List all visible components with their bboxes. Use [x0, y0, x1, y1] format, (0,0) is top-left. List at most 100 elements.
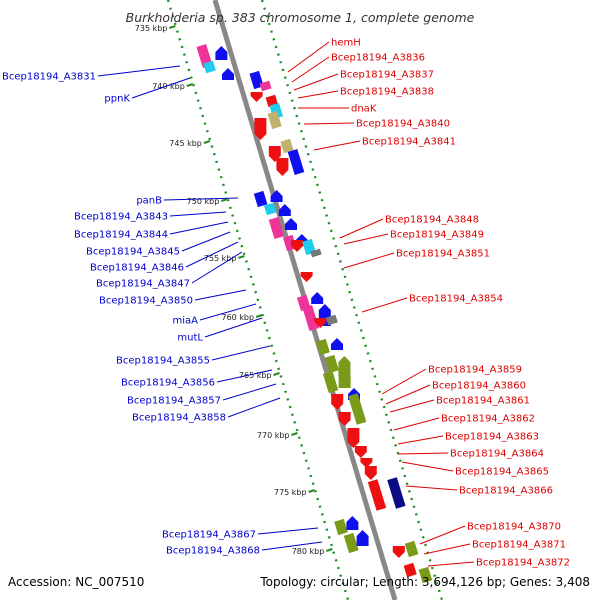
- gene-block: [280, 138, 294, 154]
- gene-block: [324, 354, 339, 374]
- leader-line-right: [293, 73, 339, 91]
- gene-arrow-reverse: [360, 458, 373, 468]
- gene-label-right[interactable]: Bcep18194_A3862: [441, 414, 535, 425]
- gene-label-left[interactable]: Bcep18194_A3843: [74, 212, 168, 223]
- leader-line-right: [393, 417, 440, 431]
- accession-text: Accession: NC_007510: [8, 575, 144, 589]
- leader-line-right: [397, 452, 449, 455]
- leader-line-right: [381, 368, 427, 395]
- kbp-tick-mark: [203, 140, 211, 144]
- label-leaders: [97, 41, 475, 567]
- gene-label-right[interactable]: Bcep18194_A3854: [409, 294, 503, 305]
- gene-arrow-forward: [338, 370, 351, 388]
- gene-label-left[interactable]: mutL: [177, 333, 203, 344]
- gc-track-left: [166, 0, 350, 600]
- gene-label-left[interactable]: Bcep18194_A3856: [121, 378, 215, 389]
- kbp-tick-label: 770 kbp: [257, 431, 290, 440]
- kbp-tick-label: 755 kbp: [204, 254, 237, 263]
- leader-line-left: [194, 289, 247, 301]
- gene-label-right[interactable]: Bcep18194_A3841: [362, 137, 456, 148]
- gene-label-right[interactable]: Bcep18194_A3849: [390, 230, 484, 241]
- leader-line-right: [385, 384, 431, 405]
- gene-block: [203, 60, 216, 74]
- leader-line-right: [297, 90, 339, 99]
- gene-label-right[interactable]: Bcep18194_A3860: [432, 381, 526, 392]
- kbp-tick-label: 780 kbp: [292, 547, 325, 556]
- gene-label-left[interactable]: Bcep18194_A3868: [166, 546, 260, 557]
- gene-label-right[interactable]: Bcep18194_A3870: [467, 522, 561, 533]
- gene-arrow-forward: [222, 68, 234, 80]
- gene-label-right[interactable]: dnaK: [351, 104, 377, 115]
- gene-label-right[interactable]: Bcep18194_A3837: [340, 70, 434, 81]
- gene-block: [348, 393, 367, 425]
- leader-line-right: [343, 252, 395, 269]
- leader-line-right: [291, 56, 330, 83]
- gene-label-right[interactable]: Bcep18194_A3859: [428, 365, 522, 376]
- gene-arrow-reverse: [364, 466, 377, 480]
- gene-arrow-reverse: [354, 446, 367, 458]
- gene-block: [322, 370, 339, 394]
- gene-label-right[interactable]: Bcep18194_A3836: [331, 53, 425, 64]
- kbp-tick-mark: [325, 548, 333, 552]
- gene-labels: Bcep18194_A3831ppnKpanBBcep18194_A3843Bc…: [2, 38, 570, 569]
- leader-line-left: [169, 221, 229, 235]
- kbp-tick-label: 775 kbp: [274, 488, 307, 497]
- gc-skew-ticks: [166, 0, 444, 600]
- leader-line-left: [222, 383, 277, 401]
- gene-label-left[interactable]: ppnK: [104, 94, 130, 105]
- kbp-tick-label: 745 kbp: [169, 139, 202, 148]
- gene-label-right[interactable]: Bcep18194_A3863: [445, 432, 539, 443]
- gene-label-right[interactable]: Bcep18194_A3866: [459, 486, 553, 497]
- gene-label-left[interactable]: Bcep18194_A3846: [90, 263, 184, 274]
- kbp-tick-mark: [169, 25, 176, 29]
- gene-label-right[interactable]: Bcep18194_A3871: [472, 540, 566, 551]
- gene-block: [343, 532, 359, 554]
- gene-arrow-forward: [356, 530, 369, 546]
- gene-label-left[interactable]: panB: [136, 196, 162, 207]
- gene-label-right[interactable]: Bcep18194_A3861: [436, 396, 530, 407]
- gene-block: [253, 190, 268, 208]
- gene-label-right[interactable]: hemH: [331, 38, 361, 49]
- gene-block: [418, 566, 433, 584]
- gene-block: [404, 540, 419, 558]
- gene-arrow-reverse: [276, 158, 289, 176]
- leader-line-left: [211, 345, 271, 361]
- gene-arrow-reverse: [300, 272, 313, 282]
- kbp-tick-label: 735 kbp: [135, 24, 168, 33]
- leader-line-left: [204, 317, 263, 338]
- gene-label-left[interactable]: Bcep18194_A3855: [116, 356, 210, 367]
- gene-label-left[interactable]: Bcep18194_A3858: [132, 413, 226, 424]
- gene-label-left[interactable]: miaA: [173, 316, 199, 327]
- kbp-tick-mark: [220, 198, 228, 202]
- map-title: Burkholderia sp. 383 chromosome 1, compl…: [126, 10, 475, 25]
- gene-label-left[interactable]: Bcep18194_A3844: [74, 230, 168, 241]
- gene-label-right[interactable]: Bcep18194_A3848: [385, 215, 479, 226]
- gene-arrow-reverse: [250, 92, 263, 102]
- leader-line-right: [361, 297, 408, 313]
- gene-label-left[interactable]: Bcep18194_A3845: [86, 247, 180, 258]
- gene-label-right[interactable]: Bcep18194_A3851: [396, 249, 490, 260]
- gene-label-right[interactable]: Bcep18194_A3872: [476, 558, 570, 569]
- kbp-tick-label: 765 kbp: [239, 371, 272, 380]
- gene-block: [403, 562, 417, 578]
- gene-label-left[interactable]: Bcep18194_A3847: [96, 279, 190, 290]
- gene-block: [302, 305, 320, 331]
- gene-label-right[interactable]: Bcep18194_A3840: [356, 119, 450, 130]
- gene-label-left[interactable]: Bcep18194_A3857: [127, 396, 221, 407]
- gene-label-right[interactable]: Bcep18194_A3865: [455, 467, 549, 478]
- gene-label-right[interactable]: Bcep18194_A3864: [450, 449, 544, 460]
- gene-label-left[interactable]: Bcep18194_A3867: [162, 530, 256, 541]
- leader-line-left: [227, 397, 281, 418]
- leader-line-left: [169, 211, 227, 217]
- gene-label-right[interactable]: Bcep18194_A3838: [340, 87, 434, 98]
- leader-line-left: [185, 241, 239, 268]
- gene-label-left[interactable]: Bcep18194_A3831: [2, 72, 96, 83]
- gene-block: [316, 338, 330, 356]
- gene-label-left[interactable]: Bcep18194_A3850: [99, 296, 193, 307]
- leader-line-left: [261, 541, 323, 551]
- kbp-tick-label: 740 kbp: [152, 82, 185, 91]
- gene-block: [287, 149, 305, 175]
- leader-line-right: [427, 561, 475, 567]
